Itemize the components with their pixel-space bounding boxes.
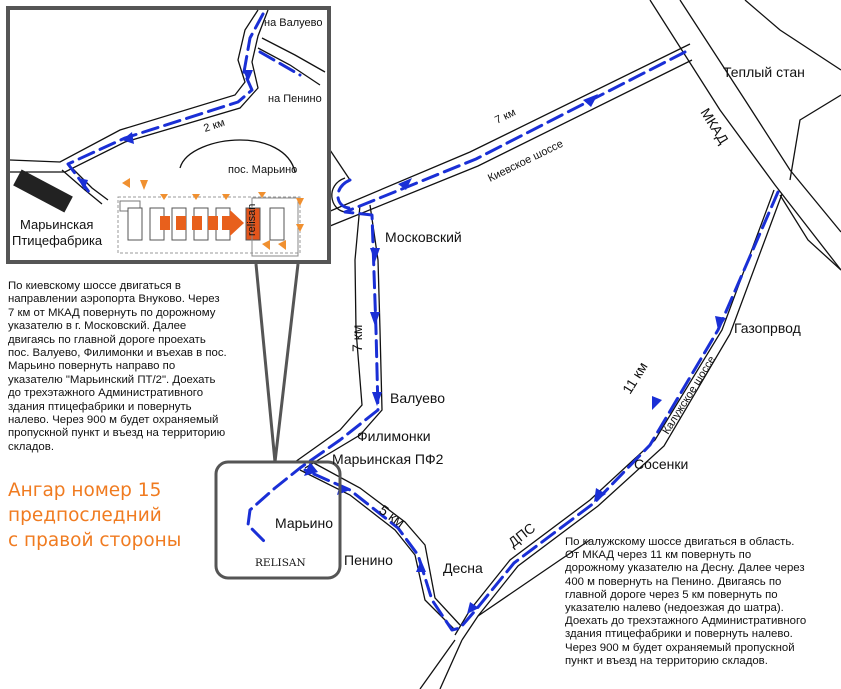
directions-kaluga: По калужскому шоссе двигаться в область.… — [565, 536, 837, 668]
directions-kaluga-line: пункт и въезд на территорию складов. — [565, 654, 768, 667]
ptitsefabrika-building — [13, 169, 73, 213]
hangar-note-line: предпоследний — [8, 505, 162, 526]
label-valuevo: Валуево — [390, 390, 445, 406]
directions-kiev-line: налево. Через 900 м будет охраняемый — [8, 414, 219, 427]
label-na-valuevo: на Валуево — [264, 17, 322, 29]
directions-kiev-line: направлении аэропорта Внуково. Через — [8, 293, 220, 306]
inset-route-arrows — [78, 70, 253, 190]
label-moskovsky: Московский — [385, 229, 462, 245]
directions-kiev-line: указателю в г. Московский. Далее — [8, 320, 187, 333]
directions-kaluga-line: Доехать до трехэтажного Административног… — [565, 615, 807, 628]
label-na-penino: на Пенино — [268, 93, 322, 105]
label-sosenki: Сосенки — [634, 456, 688, 472]
marino-box — [214, 460, 342, 580]
label-ptitsefabrika-line2: Птицефабрика — [12, 233, 103, 248]
directions-kaluga-line: По калужскому шоссе двигаться в область. — [565, 536, 795, 548]
hangar-note-line: с правой стороны — [8, 530, 182, 551]
directions-kiev-line: до трехэтажного Административного — [8, 387, 204, 400]
route-arrows — [304, 94, 726, 614]
label-marinskaya-pf2: Марьинская ПФ2 — [332, 451, 444, 467]
directions-kaluga-line: От МКАД через 11 км повернуть по — [565, 549, 752, 562]
directions-kiev-line: По киевскому шоссе двигаться в — [8, 280, 181, 292]
directions-kaluga-line: главной дороге через 5 км повернуть по — [565, 588, 778, 601]
route-lines — [246, 50, 780, 632]
label-ptitsefabrika: Марьинская — [20, 217, 93, 232]
directions-kiev-line: двигаясь по главной дороге проехать — [8, 333, 206, 346]
directions-kaluga-line: Через 900 м будет охраняемый пропускной — [565, 641, 795, 654]
directions-kiev-line: 7 км от МКАД повернуть по дорожному — [8, 306, 216, 319]
directions-kiev-line: пос. Валуево, Филимонки и въехав в пос. — [8, 347, 227, 360]
directions-kiev-line: указателю "Марьинский ПТ/2". Доехать — [8, 373, 216, 386]
label-relisan: RELISAN — [255, 557, 306, 569]
directions-kiev-line: складов. — [8, 440, 54, 453]
label-pos-marino: пос. Марьино — [228, 164, 297, 176]
label-filimonki: Филимонки — [357, 428, 431, 444]
directions-kiev-line: Марьино повернуть направо по — [8, 360, 176, 373]
inset-route — [66, 12, 302, 198]
directions-kiev: По киевскому шоссе двигаться в направлен… — [8, 280, 278, 454]
directions-kaluga-line: здания птицефабрики и повернуть налево. — [565, 628, 793, 641]
directions-kaluga-line: 400 м повернуть на Пенино. Двигаясь по — [565, 575, 782, 588]
label-marino: Марьино — [275, 515, 333, 531]
directions-kaluga-line: дорожному указателю на Десну. Далее чере… — [565, 562, 805, 575]
hangar-note: Ангар номер 15 предпоследний с правой ст… — [8, 478, 228, 553]
directions-kiev-line: здания птицефабрики и повернуть — [8, 400, 192, 413]
roads-main — [294, 0, 841, 689]
hangar-note-line: Ангар номер 15 — [8, 480, 162, 501]
warehouse-plan: relisan — [117, 178, 304, 257]
relisan-small-label: relisan — [246, 204, 258, 236]
label-penino: Пенино — [344, 552, 393, 568]
label-teply-stan: Теплый стан — [723, 64, 805, 80]
label-desna: Десна — [443, 560, 483, 576]
inset-roads — [9, 9, 326, 205]
directions-kaluga-line: указателю налево (недоезжая до шатра). — [565, 602, 784, 615]
directions-kiev-line: пропускной пункт и въезд на территорию — [8, 427, 226, 440]
label-7km-vertical: 7 км — [349, 325, 365, 352]
label-gazoprovod: Газопрвод — [734, 320, 801, 336]
